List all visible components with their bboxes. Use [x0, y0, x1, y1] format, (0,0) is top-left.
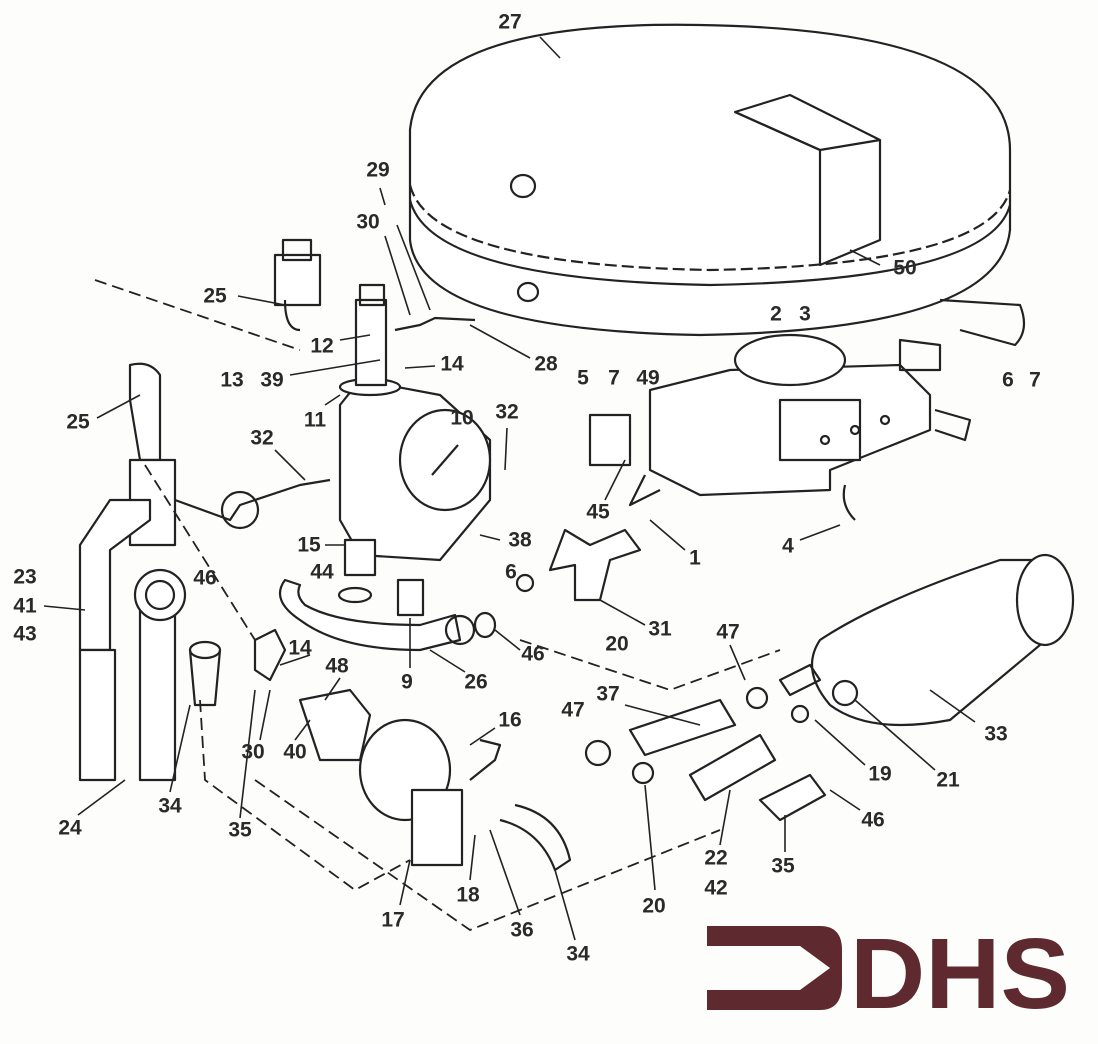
part-number-label: 7 — [608, 366, 620, 390]
part-number-label: 19 — [868, 762, 892, 786]
part-number-label: 48 — [325, 654, 349, 678]
part-number-label: 25 — [203, 284, 227, 308]
part-number-label: 46 — [861, 808, 885, 832]
part-number-label: 50 — [893, 256, 917, 280]
lower-valve-assembly — [188, 628, 572, 872]
part-number-label: 30 — [356, 210, 380, 234]
part-number-label: 31 — [648, 617, 672, 641]
part-number-label: 16 — [498, 708, 522, 732]
gas-valve — [588, 298, 1026, 521]
part-number-label: 23 — [13, 565, 37, 589]
part-number-label: 5 — [577, 366, 589, 390]
part-number-label: 6 — [1002, 368, 1014, 392]
part-number-label: 30 — [241, 740, 265, 764]
pump — [338, 283, 492, 577]
part-number-label: 14 — [288, 636, 312, 660]
part-number-label: 3 — [799, 302, 811, 326]
part-number-label: 17 — [381, 908, 405, 932]
part-number-label: 14 — [440, 352, 464, 376]
part-number-label: 37 — [596, 682, 620, 706]
part-number-label: 12 — [310, 334, 334, 358]
part-number-label: 35 — [228, 818, 252, 842]
part-number-label: 27 — [498, 10, 522, 34]
part-number-label: 46 — [521, 642, 545, 666]
part-number-label: 28 — [534, 352, 558, 376]
part-number-label: 49 — [636, 366, 660, 390]
part-number-label: 24 — [58, 816, 82, 840]
part-number-label: 26 — [464, 670, 488, 694]
part-number-label: 45 — [586, 500, 610, 524]
part-number-label: 25 — [66, 410, 90, 434]
left-pipework — [78, 238, 331, 782]
flow-pipe — [278, 578, 497, 652]
part-number-label: 20 — [605, 632, 629, 656]
part-number-label: 9 — [401, 670, 413, 694]
part-number-label: 41 — [13, 594, 37, 618]
part-number-label: 6 — [505, 560, 517, 584]
part-number-label: 32 — [495, 400, 519, 424]
part-number-label: 34 — [158, 794, 182, 818]
part-number-label: 7 — [1029, 368, 1041, 392]
part-number-label: 43 — [13, 622, 37, 646]
part-number-label: 34 — [566, 942, 590, 966]
expansion-vessel — [408, 23, 1012, 337]
part-number-label: 10 — [450, 406, 474, 430]
label-leader-lines — [43, 36, 976, 941]
part-number-label: 4 — [782, 534, 794, 558]
part-number-label: 46 — [193, 566, 217, 590]
part-number-label: 39 — [260, 368, 284, 392]
part-number-label: 21 — [936, 768, 960, 792]
part-number-label: 32 — [250, 426, 274, 450]
part-number-label: 2 — [770, 302, 782, 326]
part-number-label: 36 — [510, 918, 534, 942]
dashed-guide-lines — [94, 279, 781, 931]
logo-text: DHS — [850, 918, 1070, 1030]
part-number-label: 38 — [508, 528, 532, 552]
part-number-label: 18 — [456, 883, 480, 907]
part-number-label: 42 — [704, 876, 728, 900]
right-fittings — [515, 528, 1075, 822]
part-number-label: 13 — [220, 368, 244, 392]
part-number-label: 35 — [771, 854, 795, 878]
part-number-label: 47 — [716, 620, 740, 644]
part-number-label: 40 — [283, 740, 307, 764]
part-number-label: 47 — [561, 698, 585, 722]
part-number-label: 44 — [310, 560, 334, 584]
part-number-label: 33 — [984, 722, 1008, 746]
part-number-label: 22 — [704, 846, 728, 870]
part-number-label: 11 — [303, 408, 327, 432]
part-number-label: 29 — [366, 158, 390, 182]
part-number-label: 1 — [689, 546, 701, 570]
part-number-label: 15 — [297, 533, 321, 557]
part-number-label: 20 — [642, 894, 666, 918]
dhs-logo: DHS — [707, 918, 1070, 1030]
